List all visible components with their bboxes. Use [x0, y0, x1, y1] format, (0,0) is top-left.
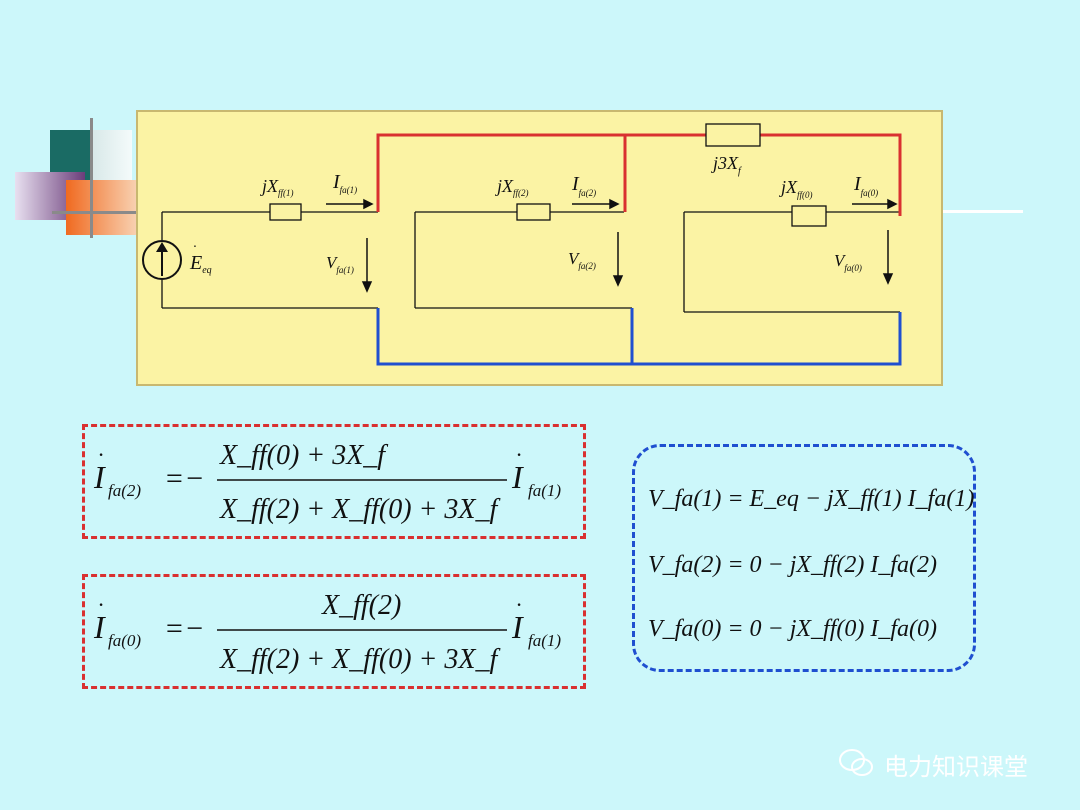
current-label-2: Ifa(2)	[571, 173, 596, 198]
svg-text:fa(0): fa(0)	[108, 631, 141, 650]
svg-text:I: I	[93, 459, 106, 495]
svg-text:fa(1): fa(1)	[528, 481, 561, 500]
decor-hline	[52, 211, 138, 214]
svg-text:I: I	[511, 459, 524, 495]
reactance-ff1	[269, 203, 302, 221]
svg-text:fa(1): fa(1)	[528, 631, 561, 650]
svg-text:=−: =−	[164, 462, 205, 495]
circuit-diagram-panel	[136, 110, 943, 386]
svg-text:·: ·	[516, 442, 522, 467]
equation-box-current-0	[82, 574, 586, 689]
voltage-source-icon	[142, 240, 182, 280]
fault-impedance	[705, 123, 761, 147]
svg-text:X_ff(0) + 3X_f: X_ff(0) + 3X_f	[219, 440, 388, 471]
svg-text:fa(2): fa(2)	[108, 481, 141, 500]
equation-current-fa2: I · fa(2) =− X_ff(0) + 3X_f X_ff(2) + X_…	[93, 440, 561, 525]
reactance-label-1: jXff(1)	[260, 176, 294, 198]
voltage-equation-2: V_fa(2) = 0 − jX_ff(2) I_fa(2)	[648, 552, 937, 578]
current-label-1: Ifa(1)	[332, 171, 357, 195]
svg-text:·: ·	[193, 240, 197, 255]
svg-text:X_ff(2) + X_ff(0) + 3X_f: X_ff(2) + X_ff(0) + 3X_f	[219, 494, 501, 525]
svg-text:X_ff(2) + X_ff(0) + 3X_f: X_ff(2) + X_ff(0) + 3X_f	[219, 644, 501, 675]
svg-text:I: I	[511, 609, 524, 645]
equation-box-voltages	[632, 444, 976, 672]
voltage-label-3: Vfa(0)	[834, 251, 862, 273]
decor-gray-block	[92, 130, 132, 185]
decor-vline	[90, 118, 93, 238]
voltage-equation-3: V_fa(0) = 0 − jX_ff(0) I_fa(0)	[648, 616, 937, 642]
svg-text:·: ·	[516, 592, 522, 617]
reactance-label-2: jXff(2)	[495, 176, 529, 198]
voltage-label-2: Vfa(2)	[568, 249, 596, 271]
svg-text:=−: =−	[164, 612, 205, 645]
reactance-ff2	[516, 203, 551, 221]
svg-text:X_ff(2): X_ff(2)	[321, 590, 401, 621]
fault-impedance-label: j3Xf	[711, 153, 742, 177]
watermark: 电力知识课堂	[838, 745, 1058, 781]
watermark-text: 电力知识课堂	[884, 753, 1028, 781]
wechat-icon	[839, 749, 873, 776]
circuit-diagram: Eeq · jXff(1) Ifa(1) Vfa(1) jXff(2) Ifa(…	[142, 123, 902, 366]
svg-text:·: ·	[98, 592, 104, 617]
svg-text:I: I	[93, 609, 106, 645]
equation-box-current-2	[82, 424, 586, 539]
voltage-label-1: Vfa(1)	[326, 253, 354, 275]
decor-orange-block	[66, 180, 136, 235]
top-connection-wire	[376, 133, 902, 216]
reactance-label-3: jXff(0)	[779, 177, 813, 200]
reactance-ff0	[791, 205, 827, 227]
current-label-3: Ifa(0)	[853, 173, 878, 198]
source-label: Eeq	[189, 252, 212, 276]
svg-text:·: ·	[98, 442, 104, 467]
voltage-equations: V_fa(1) = E_eq − jX_ff(1) I_fa(1) V_fa(2…	[648, 486, 974, 642]
equation-current-fa0: I · fa(0) =− X_ff(2) X_ff(2) + X_ff(0) +…	[93, 590, 561, 675]
decor-right-line	[943, 210, 1023, 213]
voltage-equation-1: V_fa(1) = E_eq − jX_ff(1) I_fa(1)	[648, 486, 974, 512]
bottom-connection-wire	[376, 308, 902, 366]
